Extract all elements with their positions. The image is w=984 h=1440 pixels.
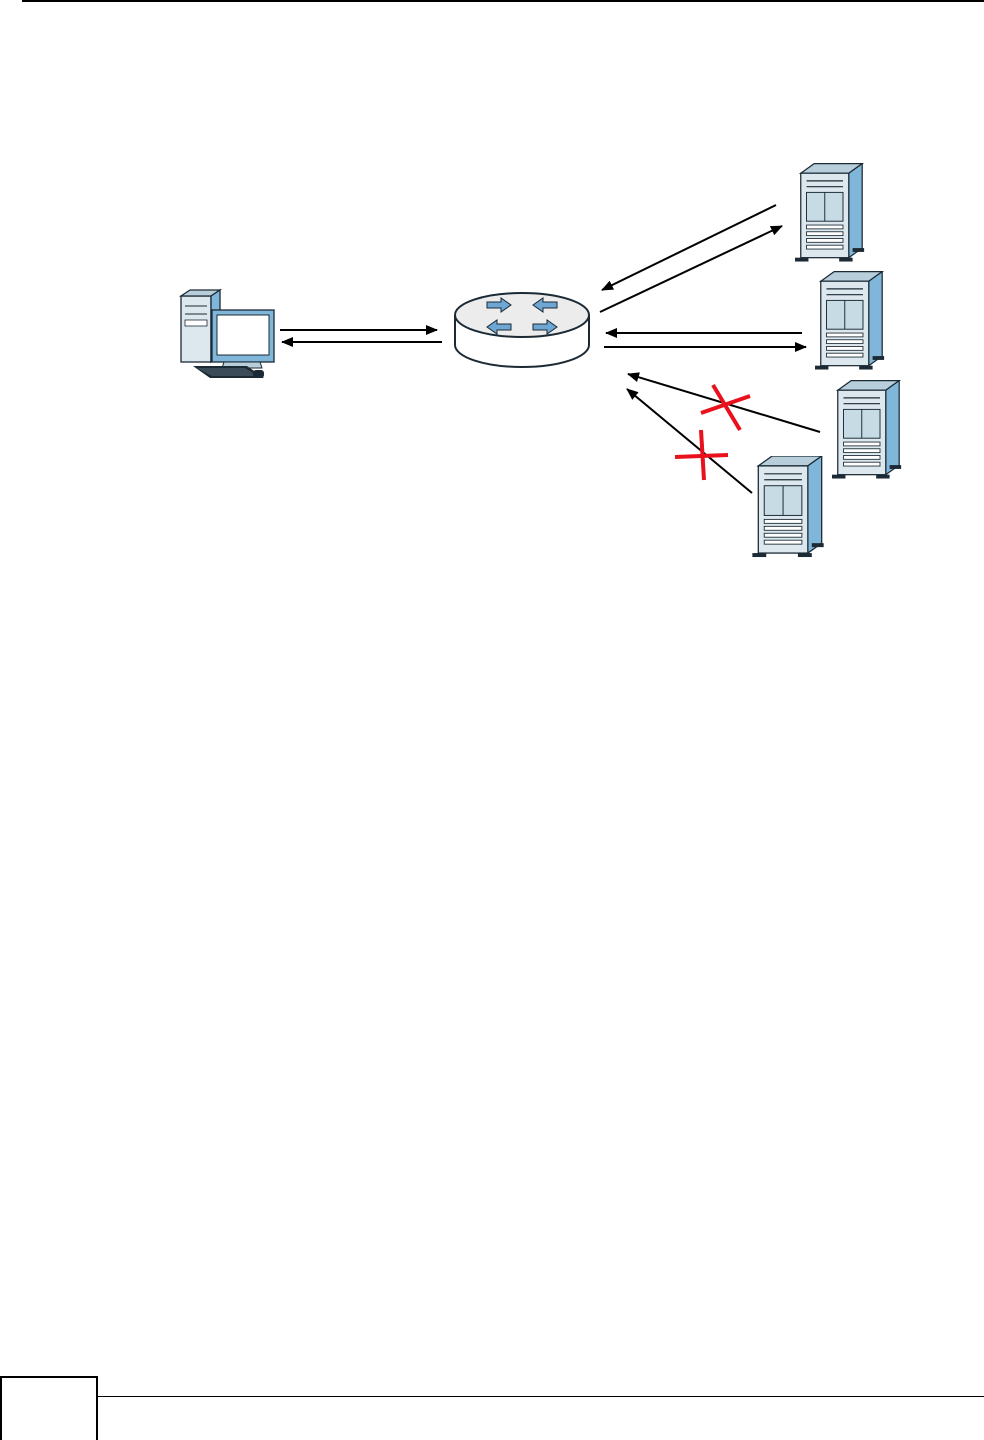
arrow-router-to-server1: [600, 226, 782, 312]
server-icon: [815, 272, 884, 370]
blocked-x-icon: [675, 430, 728, 480]
blocked-x-icon: [701, 385, 750, 430]
server-icon: [795, 164, 864, 262]
router-icon: [455, 293, 589, 367]
arrow-server4-to-router-blocked: [627, 389, 752, 493]
footer-rule: [98, 1396, 984, 1397]
desktop-computer-icon: [181, 290, 274, 378]
network-diagram: [0, 0, 984, 600]
arrow-server1-to-router: [602, 205, 776, 290]
server-icon: [752, 456, 823, 557]
page-number-box: [0, 1376, 98, 1440]
server-icon: [832, 381, 901, 479]
